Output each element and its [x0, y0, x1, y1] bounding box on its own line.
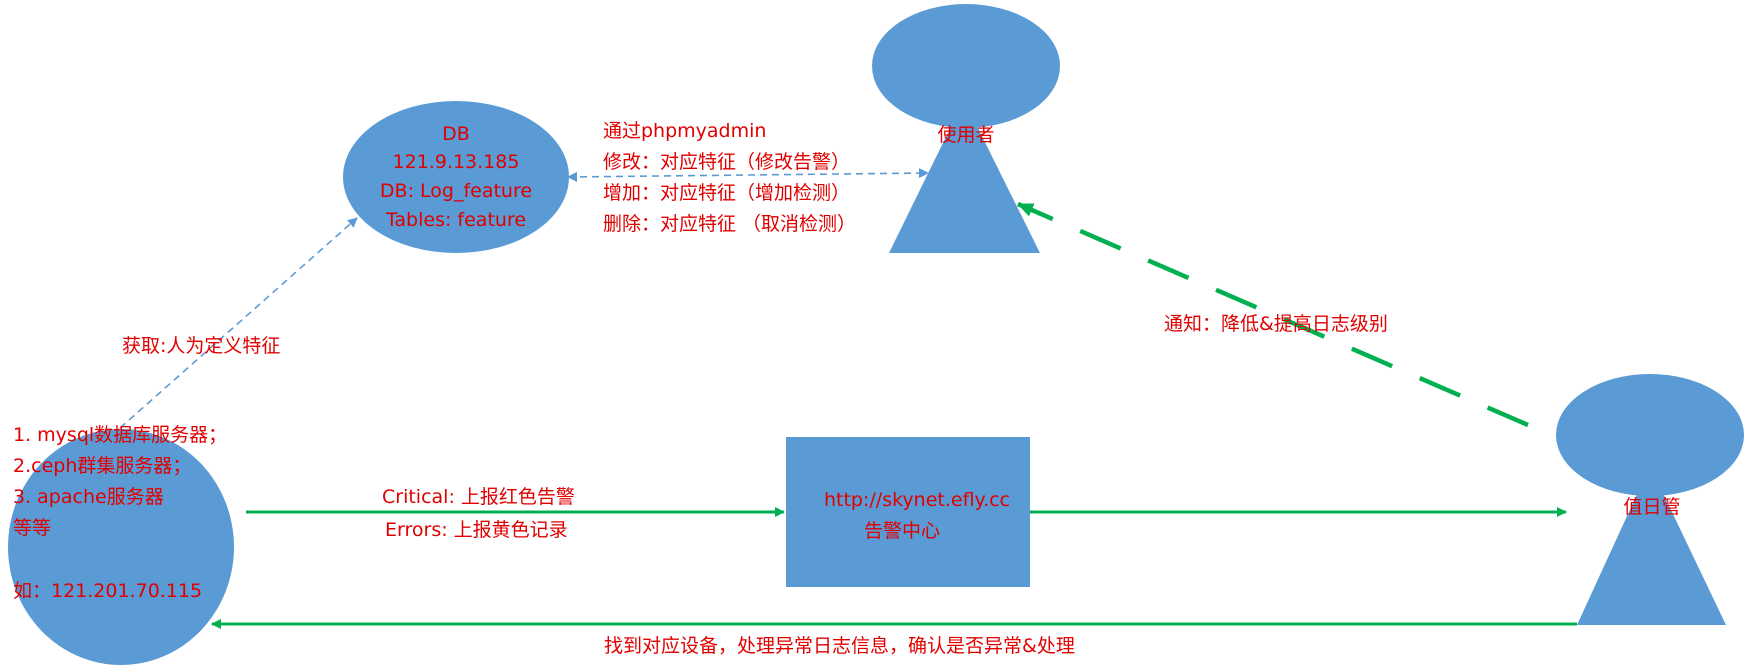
server-label-line: 3. apache服务器: [13, 486, 164, 508]
phpmyadmin-line: 增加：对应特征（增加检测）: [603, 182, 850, 204]
duty-manager-label: 值日管: [1623, 496, 1680, 518]
server-label: 1. mysql数据库服务器； 2.ceph群集服务器； 3. apache服务…: [13, 424, 227, 602]
server-ellipse: [8, 429, 234, 665]
alert-center-line: http://skynet.efly.cc: [824, 489, 1010, 511]
handle-edge-label: 找到对应设备，处理异常日志信息，确认是否异常&处理: [604, 635, 1075, 657]
notify-edge-label: 通知：降低&提高日志级别: [1164, 313, 1388, 335]
db-label-line: Tables: feature: [385, 209, 526, 231]
fetch-edge-label: 获取:人为定义特征: [122, 335, 280, 357]
alert-center-label: http://skynet.efly.cc 告警中心: [824, 489, 1010, 542]
fetch-edge: [119, 217, 358, 429]
db-label-line: DB: [442, 123, 470, 145]
duty-manager-figure-icon: [1556, 374, 1744, 625]
user-label: 使用者: [937, 124, 994, 146]
phpmyadmin-edge-label: 通过phpmyadmin 修改：对应特征（修改告警） 增加：对应特征（增加检测）…: [603, 120, 856, 235]
server-label-line: 2.ceph群集服务器；: [13, 455, 191, 477]
db-label-line: 121.9.13.185: [393, 151, 520, 173]
server-label-line: 如：121.201.70.115: [13, 580, 202, 602]
phpmyadmin-line: 删除：对应特征 （取消检测）: [603, 213, 856, 235]
phpmyadmin-line: 通过phpmyadmin: [603, 120, 766, 142]
db-label: DB 121.9.13.185 DB: Log_feature Tables: …: [380, 123, 532, 231]
db-ellipse: [343, 101, 569, 253]
notify-edge: [1017, 201, 1529, 428]
user-figure-icon: [872, 4, 1060, 253]
server-label-line: 等等: [13, 517, 51, 539]
report-line: Errors: 上报黄色记录: [385, 519, 568, 541]
alert-center-line: 告警中心: [864, 520, 940, 542]
phpmyadmin-edge: [567, 168, 929, 182]
server-label-line: 1. mysql数据库服务器；: [13, 424, 227, 446]
phpmyadmin-line: 修改：对应特征（修改告警）: [603, 151, 850, 173]
report-edge-label: Critical: 上报红色告警 Errors: 上报黄色记录: [382, 486, 575, 541]
alert-center-box: [786, 437, 1030, 587]
report-line: Critical: 上报红色告警: [382, 486, 575, 508]
db-label-line: DB: Log_feature: [380, 180, 532, 202]
